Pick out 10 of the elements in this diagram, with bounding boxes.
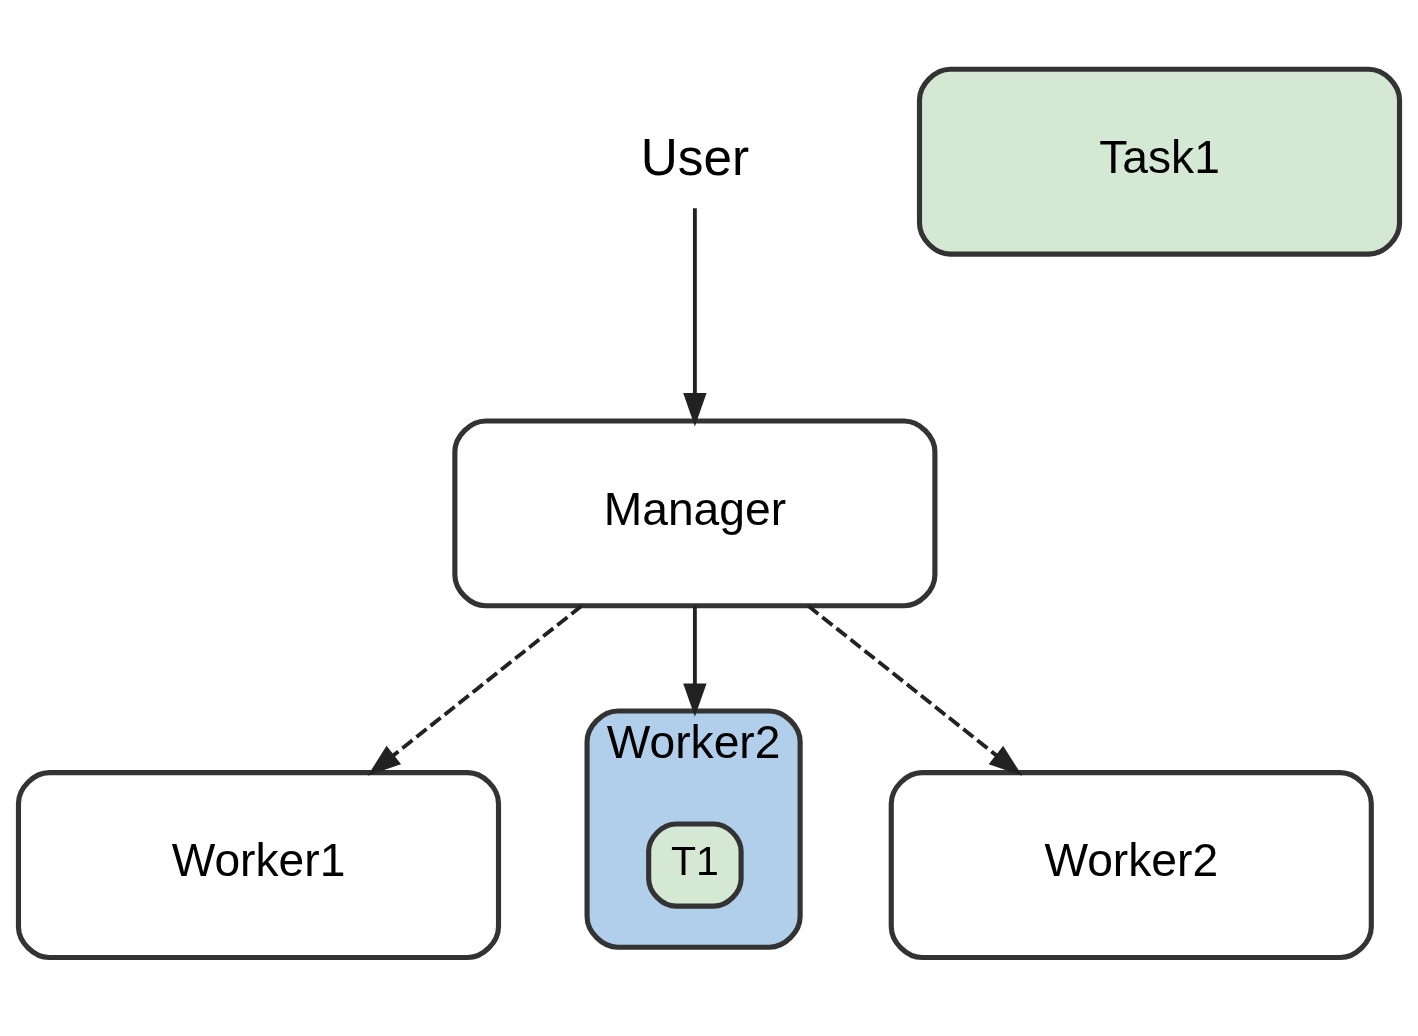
node-box: Worker1 bbox=[15, 769, 502, 960]
arrow bbox=[683, 605, 707, 717]
node-box: Task1 bbox=[916, 66, 1403, 257]
arrow bbox=[683, 207, 707, 426]
arrow bbox=[807, 604, 1023, 776]
arrow bbox=[367, 604, 583, 776]
node-text: User bbox=[640, 128, 750, 186]
node-box: Worker2 bbox=[888, 769, 1374, 960]
node-box: T1 bbox=[646, 820, 744, 909]
node-box: Manager bbox=[452, 417, 938, 608]
